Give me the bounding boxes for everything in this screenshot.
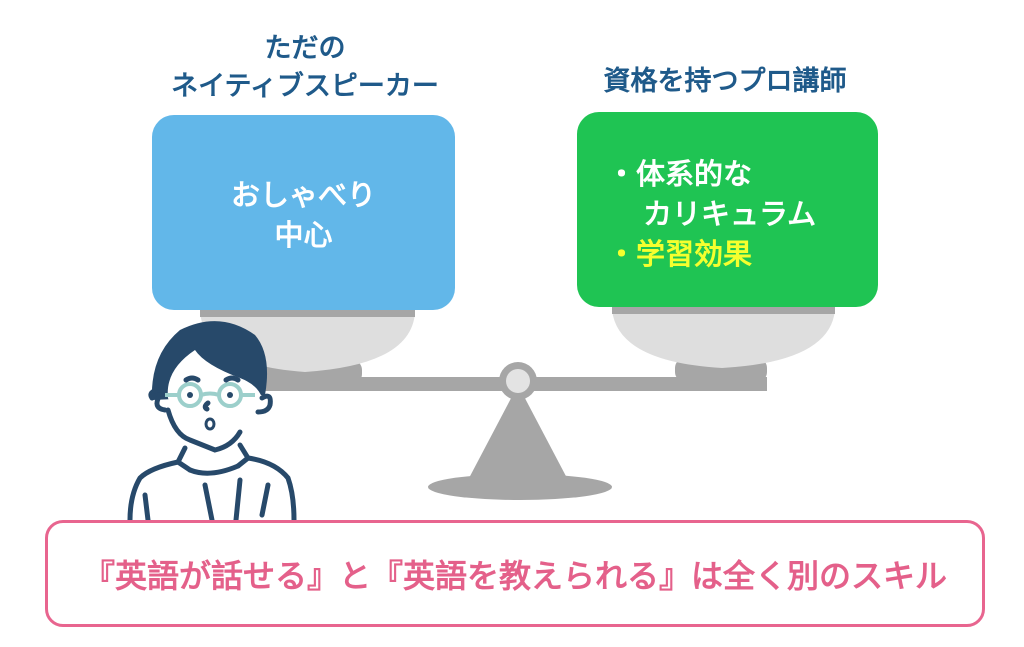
left-box-line2: 中心 — [274, 218, 333, 252]
left-title-line1: ただの — [264, 33, 346, 64]
left-box-line1: おしゃべり — [230, 178, 376, 212]
caption-text: 『英語が話せる』と『英語を教えられる』は全く別のスキル — [82, 556, 947, 595]
right-pan — [612, 310, 835, 368]
glasses-icon — [165, 382, 255, 408]
left-box: おしゃべり 中心 — [152, 115, 455, 310]
scale-base — [428, 474, 612, 500]
caption-box: 『英語が話せる』と『英語を教えられる』は全く別のスキル — [45, 520, 985, 627]
left-title: ただの ネイティブスピーカー — [140, 30, 470, 106]
left-title-line2: ネイティブスピーカー — [171, 71, 439, 102]
right-bullet1-line2: カリキュラム — [643, 197, 817, 231]
thinking-person-illustration — [127, 321, 297, 523]
right-box: ・体系的な カリキュラム ・学習効果 — [577, 112, 878, 307]
right-title: 資格を持つプロ講師 — [603, 66, 847, 97]
scale-stand — [468, 385, 568, 480]
right-bullet1-line1: ・体系的な — [607, 157, 753, 191]
right-bullet2: ・学習効果 — [607, 237, 753, 271]
